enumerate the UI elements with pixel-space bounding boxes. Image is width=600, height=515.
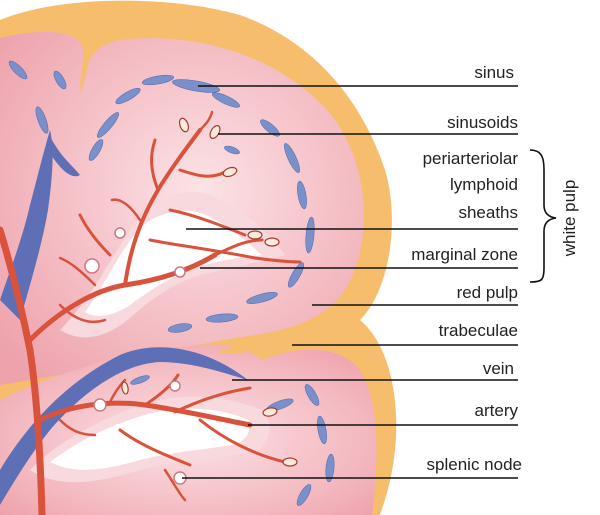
label-marginal-zone: marginal zone — [411, 245, 518, 264]
label-sinusoids: sinusoids — [447, 113, 518, 132]
label-red-pulp: red pulp — [457, 283, 518, 302]
white-pulp-brace — [529, 149, 557, 283]
label-splenic-node: splenic node — [427, 455, 522, 474]
arteriole-tips — [121, 117, 298, 467]
label-trabeculae: trabeculae — [439, 321, 518, 340]
arteries — [0, 110, 302, 515]
labels: sinus sinusoids periarteriolar lymphoid … — [411, 63, 579, 474]
label-artery: artery — [475, 401, 519, 420]
label-vein: vein — [483, 359, 514, 378]
label-periarteriolar-2: lymphoid — [450, 175, 518, 194]
label-sinus: sinus — [474, 63, 514, 82]
label-white-pulp: white pulp — [560, 180, 579, 258]
label-periarteriolar-1: periarteriolar — [423, 149, 519, 168]
trabecula-lower — [215, 318, 360, 354]
trabecula-vertical — [80, 40, 95, 95]
follicle-nodes — [84, 227, 187, 485]
leader-lines — [182, 85, 518, 479]
label-periarteriolar-3: sheaths — [458, 203, 518, 222]
sinus-marks — [8, 60, 335, 506]
